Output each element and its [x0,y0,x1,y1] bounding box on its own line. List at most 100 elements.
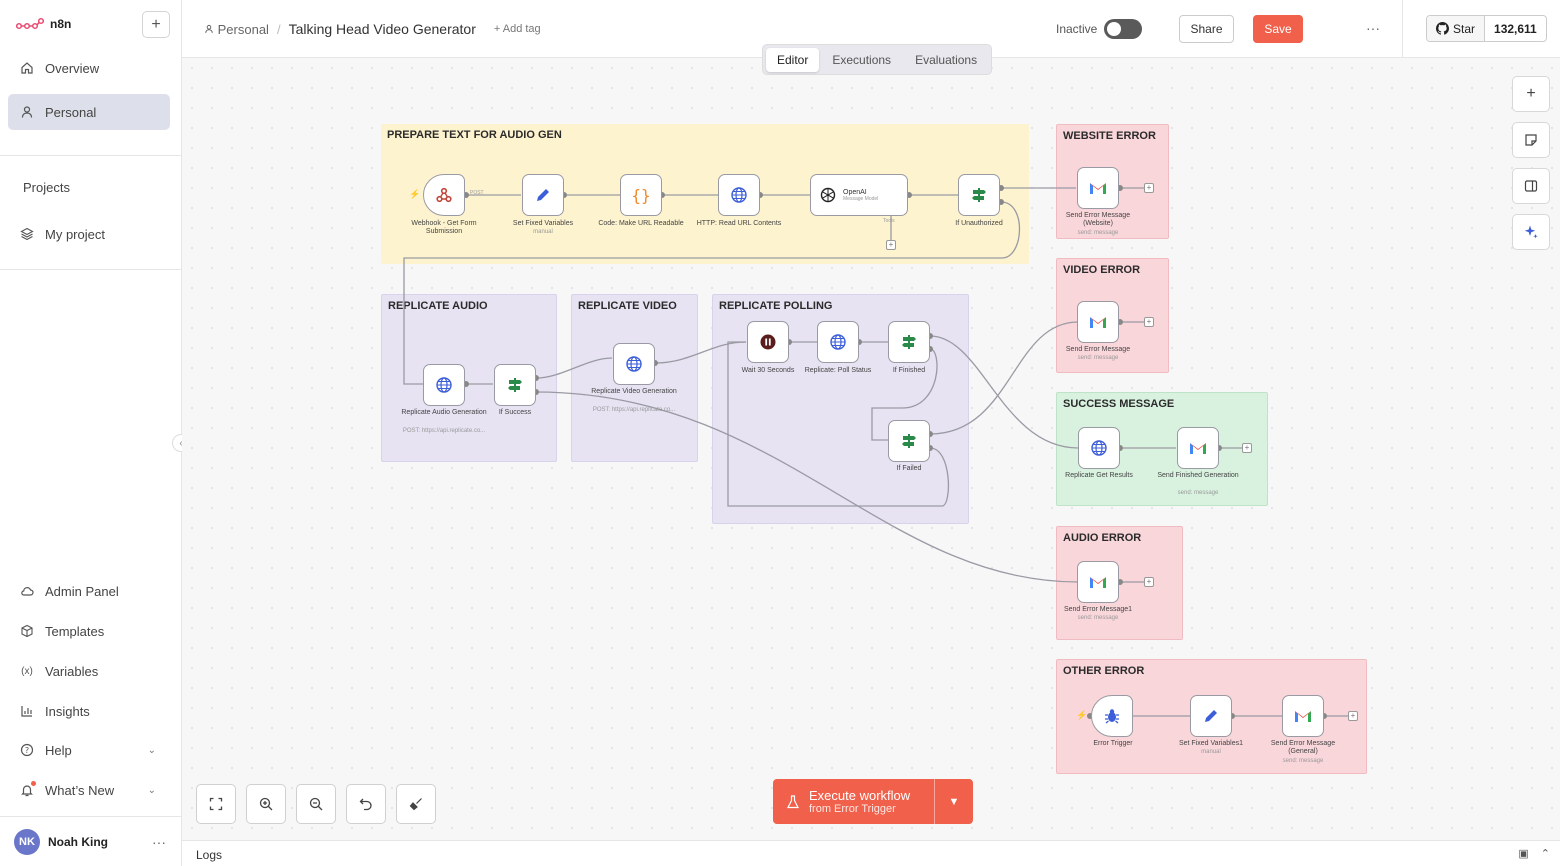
node-webhook[interactable] [423,174,465,216]
add-node-button[interactable]: + [1348,711,1358,721]
pop-out-icon[interactable]: ▣ [1518,848,1529,860]
sidebar-item-personal[interactable]: Personal [8,94,170,130]
fit-view-button[interactable] [196,784,236,824]
add-node-button[interactable]: + [1144,317,1154,327]
sticky-title: PREPARE TEXT FOR AUDIO GEN [387,129,562,141]
chevron-up-icon[interactable]: ⌃ [1540,848,1550,860]
node-subtitle: send: message [1177,490,1219,496]
node-if-success[interactable] [494,364,536,406]
svg-text:?: ? [25,746,29,755]
sticky-title: SUCCESS MESSAGE [1063,398,1175,410]
node-set-fixed-variables1[interactable] [1190,695,1232,737]
execute-workflow-main[interactable]: Execute workflow from Error Trigger [773,779,935,824]
zoom-out-button[interactable] [296,784,336,824]
sidebar-item-label: What’s New [45,782,115,798]
add-sticky-button[interactable] [1512,122,1550,158]
github-star-label: Star [1453,21,1476,36]
chevron-down-icon: ⌄ [147,744,156,756]
create-button[interactable]: + [142,11,170,38]
n8n-logo-icon [16,17,44,30]
sidebar-item-variables[interactable]: (x) Variables [8,653,170,689]
sidebar-item-insights[interactable]: Insights [8,693,170,729]
node-label: Send Error Message (Website) [1065,212,1131,227]
node-send-error-website[interactable] [1077,167,1119,209]
user-menu[interactable]: NK Noah King ··· [14,828,174,856]
logo[interactable]: n8n [16,17,71,31]
sidebar-divider [0,269,181,270]
node-send-error-general[interactable] [1282,695,1324,737]
header-divider [1402,0,1403,58]
ai-assistant-button[interactable] [1512,214,1550,250]
breadcrumb: Personal / Talking Head Video Generator … [204,21,541,37]
more-icon[interactable]: ··· [152,834,166,850]
fullscreen-icon [209,797,223,811]
sidebar-item-overview[interactable]: Overview [8,50,170,86]
projects-heading: Projects [23,180,70,195]
node-poll-status[interactable] [817,321,859,363]
node-error-trigger[interactable] [1091,695,1133,737]
add-node-button[interactable]: + [1144,183,1154,193]
add-node-button[interactable]: + [1144,577,1154,587]
sticky-success-message[interactable]: SUCCESS MESSAGE [1056,392,1268,506]
node-label: Replicate Video Generation [591,388,677,395]
node-label: If Success [498,409,532,416]
node-send-error-audio[interactable] [1077,561,1119,603]
add-node-button[interactable]: + [1242,443,1252,453]
node-if-failed[interactable] [888,420,930,462]
active-toggle[interactable] [1104,19,1142,39]
save-button[interactable]: Save [1253,15,1303,43]
tab-executions[interactable]: Executions [832,52,892,67]
logs-panel[interactable]: Logs ▣ ⌃ [182,840,1560,866]
tab-editor[interactable]: Editor [766,47,820,72]
openai-icon [820,187,836,203]
github-star-button[interactable]: Star 132,611 [1426,15,1547,42]
sticky-prepare-text[interactable]: PREPARE TEXT FOR AUDIO GEN [381,124,1029,264]
more-options-icon[interactable]: ··· [1366,20,1380,36]
tidy-up-button[interactable] [396,784,436,824]
gmail-icon [1090,183,1106,194]
node-code[interactable]: {} [620,174,662,216]
node-replicate-audio[interactable] [423,364,465,406]
chevron-down-icon[interactable]: ▼ [948,795,960,808]
node-http-read-url[interactable] [718,174,760,216]
sidebar-item-my-project[interactable]: My project [8,216,170,252]
sidebar-item-admin-panel[interactable]: Admin Panel [8,573,170,609]
toggle-panel-button[interactable] [1512,168,1550,204]
node-replicate-get-results[interactable] [1078,427,1120,469]
node-wait-30-seconds[interactable] [747,321,789,363]
share-button[interactable]: Share [1179,15,1234,43]
execute-workflow-button[interactable]: Execute workflow from Error Trigger ▼ [773,779,973,824]
node-label: Webhook - Get Form Submission [411,220,477,235]
node-set-fixed-variables[interactable] [522,174,564,216]
node-openai[interactable]: OpenAI Message Model [810,174,908,216]
node-subtitle: POST: https://api.replicate.co... [402,428,486,434]
node-send-finished-generation[interactable] [1177,427,1219,469]
node-label: Code: Make URL Readable [598,220,684,227]
workflow-canvas[interactable]: PREPARE TEXT FOR AUDIO GEN REPLICATE AUD… [182,58,1560,840]
logs-label: Logs [196,848,223,862]
wire [535,391,1079,583]
add-node-panel-button[interactable]: + [1512,76,1550,112]
user-icon [205,24,213,33]
add-tool-button[interactable]: + [886,240,896,250]
sidebar-item-label: Overview [45,60,100,76]
globe-icon [731,187,747,203]
sticky-title: OTHER ERROR [1063,665,1145,677]
sidebar-item-whats-new[interactable]: What’s New ⌄ [8,772,170,808]
tab-evaluations[interactable]: Evaluations [915,52,978,67]
node-replicate-video[interactable] [613,343,655,385]
sidebar-panel-icon [1524,180,1538,192]
node-send-error-video[interactable] [1077,301,1119,343]
bug-icon [1105,709,1119,724]
breadcrumb-project[interactable]: Personal [204,22,269,37]
node-if-unauthorized[interactable] [958,174,1000,216]
workflow-title[interactable]: Talking Head Video Generator [288,21,476,37]
cloud-icon [20,584,34,598]
node-if-finished[interactable] [888,321,930,363]
undo-button[interactable] [346,784,386,824]
add-tag-button[interactable]: + Add tag [493,23,541,35]
sticky-website-error[interactable]: WEBSITE ERROR [1056,124,1169,239]
sidebar-item-templates[interactable]: Templates [8,613,170,649]
zoom-in-button[interactable] [246,784,286,824]
sidebar-item-help[interactable]: ? Help ⌄ [8,732,170,768]
